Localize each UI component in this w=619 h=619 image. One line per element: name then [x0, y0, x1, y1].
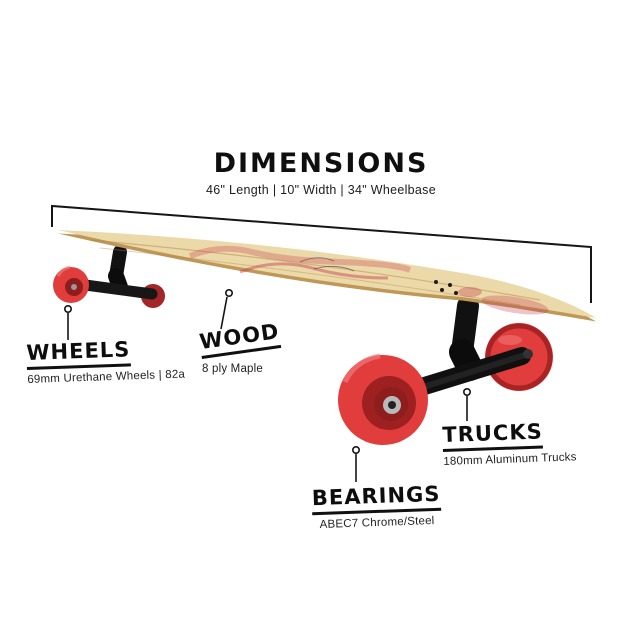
dimensions-callout: DIMENSIONS 46" Length | 10" Width | 34" … [121, 148, 521, 197]
wood-leader [220, 288, 234, 330]
deck-graphic [188, 245, 412, 273]
dimensions-title: DIMENSIONS [213, 148, 429, 179]
wood-callout: WOOD 8 ply Maple [197, 319, 282, 375]
dimension-bracket [51, 204, 592, 303]
callout-lines [64, 288, 471, 482]
wheels-callout: WHEELS 69mm Urethane Wheels | 82a [26, 335, 185, 386]
bearings-leader [351, 445, 360, 482]
wood-detail: 8 ply Maple [202, 363, 264, 375]
wheels-label: WHEELS [26, 337, 131, 370]
deck-top [58, 230, 596, 318]
trucks-leader [462, 387, 471, 421]
truck-bolts [434, 280, 458, 295]
trucks-callout: TRUCKS 180mm Aluminum Trucks [442, 418, 577, 468]
deck [58, 230, 596, 322]
rear-near-wheel [53, 265, 89, 303]
trucks-label: TRUCKS [442, 419, 544, 452]
rear-truck [72, 245, 165, 308]
front-near-wheel [338, 353, 428, 445]
dimensions-specs: 46" Length | 10" Width | 34" Wheelbase [206, 183, 436, 197]
bearings-callout: BEARINGS ABEC7 Chrome/Steel [293, 481, 459, 532]
wheels-leader [64, 304, 73, 340]
bearings-label: BEARINGS [311, 481, 441, 516]
axle-nut [523, 349, 533, 359]
skateboard-illustration [53, 230, 596, 445]
